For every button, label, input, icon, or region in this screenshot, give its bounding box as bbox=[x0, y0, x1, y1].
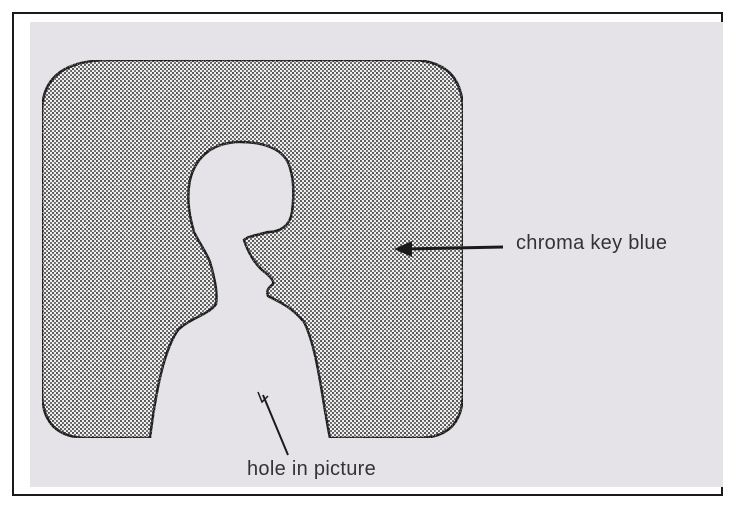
label-hole-in-picture: hole in picture bbox=[247, 458, 376, 481]
label-chroma-key-blue: chroma key blue bbox=[516, 232, 667, 255]
